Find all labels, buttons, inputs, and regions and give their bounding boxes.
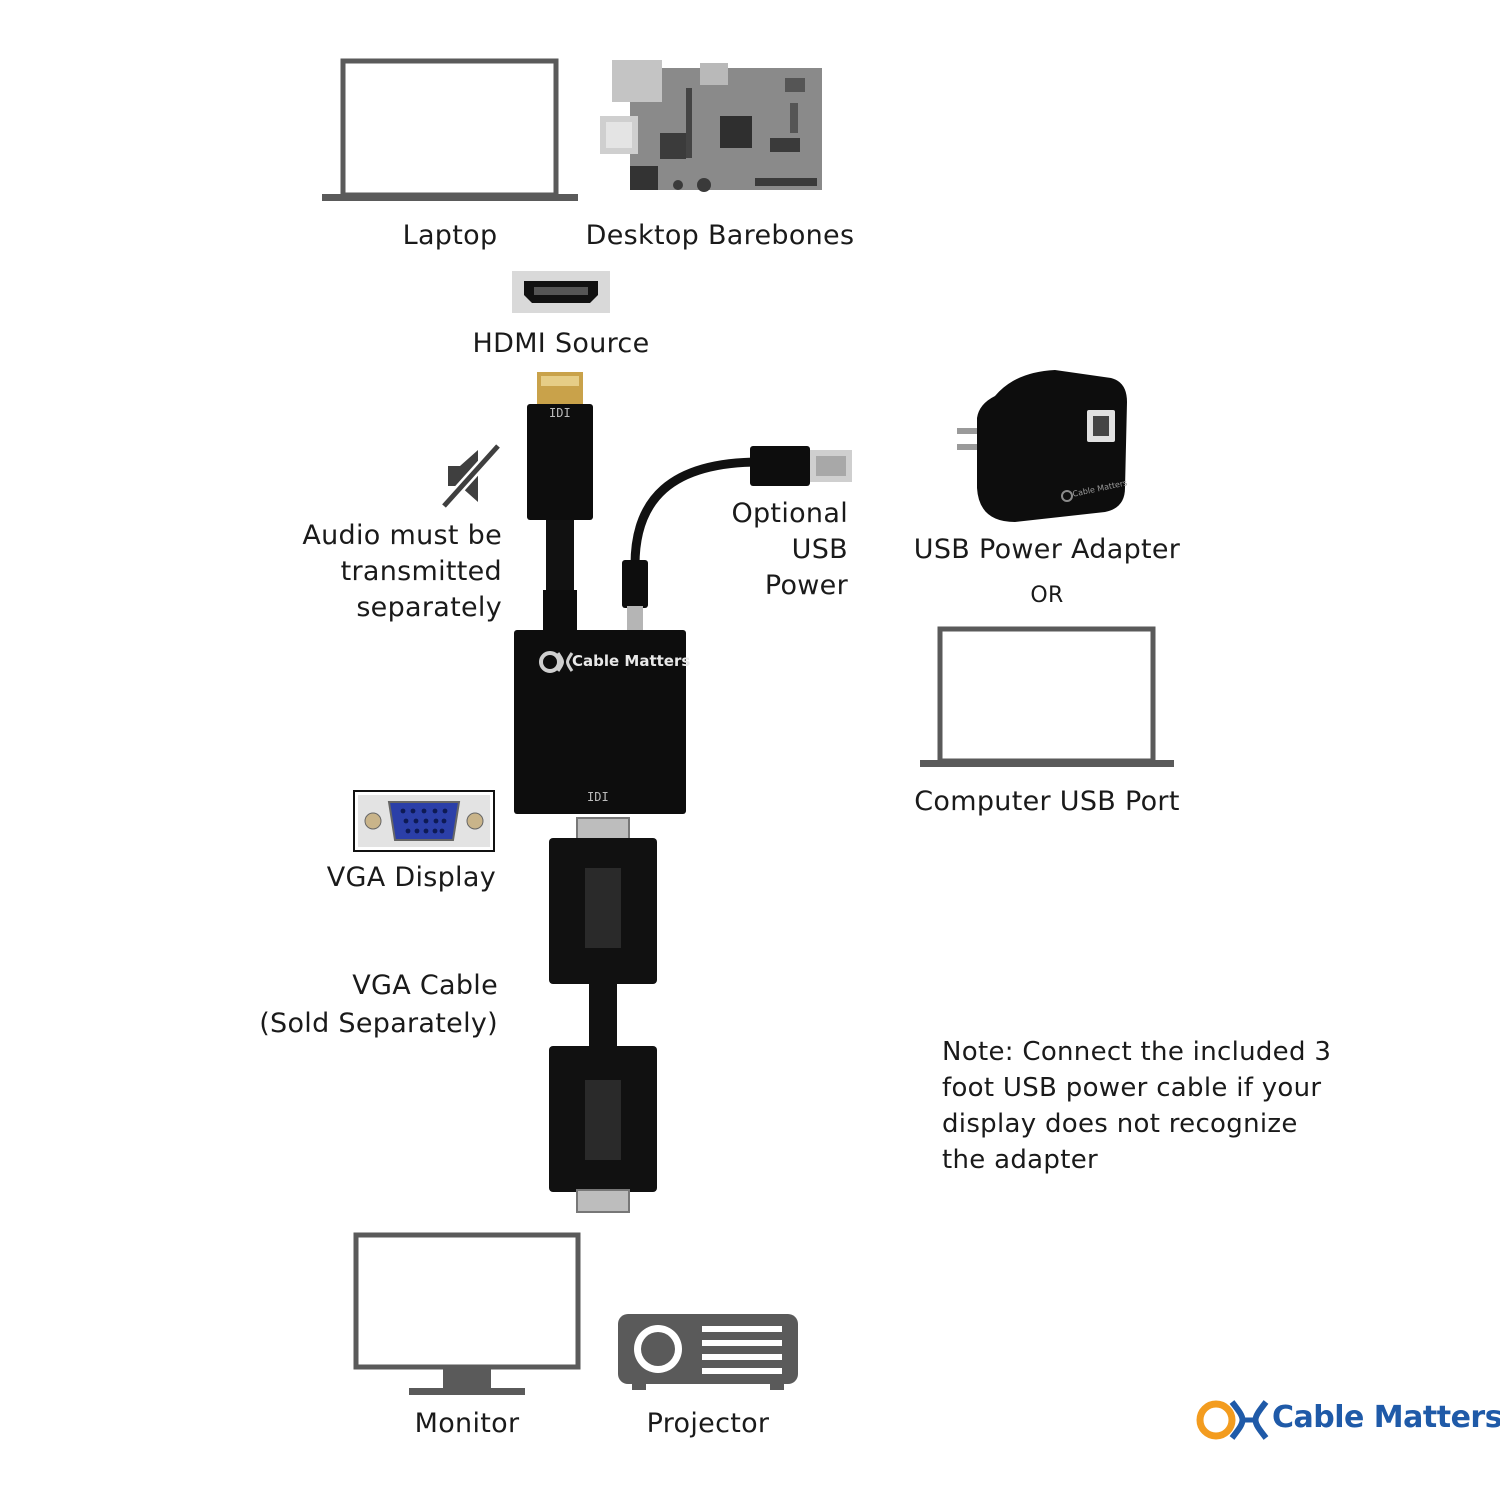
audio-note-line1: Audio must be [302, 520, 502, 551]
monitor-icon [353, 1232, 581, 1395]
computer-usb-port-label: Computer USB Port [914, 786, 1180, 817]
adapter-logo-text: Cable Matters [572, 652, 691, 670]
brand-logo-icon [1196, 1400, 1269, 1440]
adapter-vga-mark: IDI [587, 790, 609, 804]
hdmi-plug-icon [527, 372, 593, 634]
usb-power-line2: USB [791, 534, 848, 565]
usb-power-adapter-label: USB Power Adapter [913, 534, 1181, 565]
desktop-barebones-label: Desktop Barebones [585, 220, 855, 251]
note-line1: Note: Connect the included 3 [942, 1037, 1332, 1067]
usb-power-line3: Power [764, 570, 848, 601]
monitor-label: Monitor [414, 1408, 520, 1439]
usb-power-line1: Optional [731, 498, 848, 529]
vga-cable-line1: VGA Cable [352, 970, 498, 1001]
computer-laptop-icon [920, 626, 1174, 767]
vga-display-label: VGA Display [326, 862, 496, 893]
hdmi-source-label: HDMI Source [472, 328, 650, 359]
brand-logo: Cable Matters [1196, 1396, 1500, 1444]
note-line3: display does not recognize [942, 1109, 1298, 1139]
brand-logo-text: Cable Matters [1272, 1400, 1500, 1435]
projector-label: Projector [646, 1408, 770, 1439]
laptop-label: Laptop [402, 220, 498, 251]
adapter-logo-icon [539, 651, 574, 673]
projector-icon [618, 1314, 798, 1390]
desktop-barebones-icon [600, 60, 822, 192]
laptop-icon [322, 58, 578, 201]
usb-power-cable [622, 446, 852, 634]
or-label: OR [1030, 583, 1064, 608]
vga-cable-line2: (Sold Separately) [259, 1008, 498, 1039]
hdmi-plug-mark: IDI [549, 406, 571, 420]
note-line4: the adapter [942, 1145, 1098, 1175]
usb-power-adapter-icon [957, 370, 1127, 522]
vga-cable-icon [549, 817, 657, 1213]
note-line2: foot USB power cable if your [942, 1073, 1322, 1103]
hdmi-to-vga-adapter: Cable Matters IDI [514, 630, 690, 814]
vga-port-icon [353, 790, 495, 852]
hdmi-port-icon [512, 271, 610, 313]
audio-muted-icon [440, 442, 502, 510]
audio-note-line3: separately [356, 592, 502, 623]
audio-note-line2: transmitted [340, 556, 502, 587]
